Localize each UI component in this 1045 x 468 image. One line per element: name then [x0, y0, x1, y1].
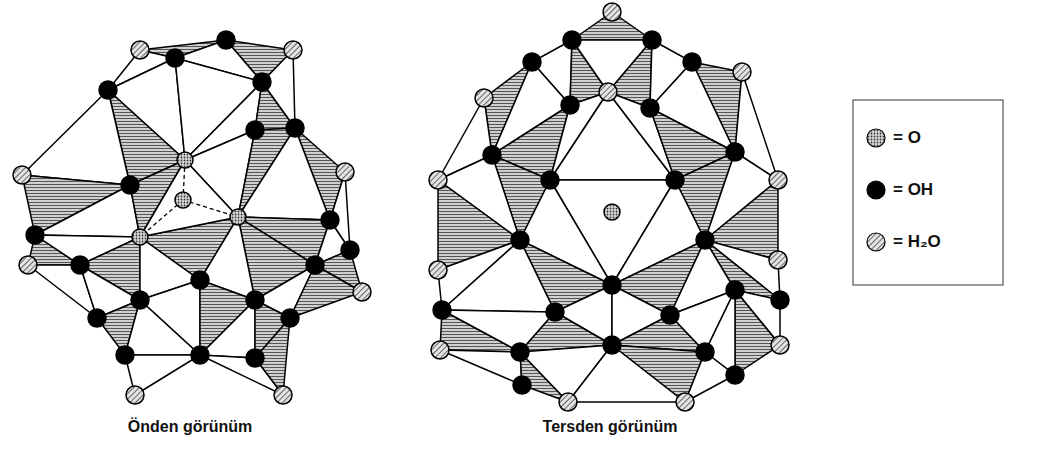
oxide-atom	[175, 192, 191, 208]
water-atom	[429, 171, 447, 189]
water-atom	[284, 41, 302, 59]
hydroxide-atom	[483, 146, 501, 164]
hydroxide-atom	[563, 31, 581, 49]
structure-group	[13, 31, 371, 404]
hydroxide-atom	[191, 271, 209, 289]
hydroxide-atom	[246, 291, 264, 309]
hydroxide-atom	[546, 303, 564, 321]
water-atom	[867, 233, 885, 251]
hydroxide-atom	[726, 366, 744, 384]
hydroxide-atom	[661, 306, 679, 324]
water-atom	[769, 251, 787, 269]
water-atom	[19, 256, 37, 274]
water-atom	[353, 283, 371, 301]
water-atom	[599, 83, 617, 101]
water-atom	[13, 166, 31, 184]
hydroxide-atom	[253, 73, 271, 91]
hydroxide-atom	[116, 346, 134, 364]
hydroxide-atom	[523, 53, 541, 71]
water-atom	[676, 393, 694, 411]
hydroxide-atom	[286, 119, 304, 137]
hydroxide-atom	[541, 171, 559, 189]
hydroxide-atom	[99, 81, 117, 99]
hydroxide-atom	[306, 256, 324, 274]
hydroxide-atom	[561, 96, 579, 114]
octahedron-face	[440, 350, 522, 385]
hydroxide-atom	[246, 121, 264, 139]
hydroxide-atom	[867, 181, 885, 199]
octahedron-face	[550, 92, 675, 180]
octahedron-face	[200, 300, 255, 358]
hydroxide-atom	[726, 143, 744, 161]
hydroxide-atom	[771, 291, 789, 309]
legend-text: = OH	[893, 180, 933, 200]
octahedron-face	[442, 240, 555, 312]
water-atom	[559, 393, 577, 411]
view-caption: Tersden görünüm	[490, 418, 730, 436]
view-caption: Önden görünüm	[70, 418, 310, 436]
water-atom	[274, 386, 292, 404]
hydroxide-atom	[341, 241, 359, 259]
hydroxide-atom	[321, 211, 339, 229]
water-atom	[771, 336, 789, 354]
hydroxide-atom	[121, 176, 139, 194]
oxide-atom	[230, 209, 246, 225]
hydroxide-atom	[666, 171, 684, 189]
oxide-atom	[867, 129, 885, 147]
hydroxide-atom	[641, 99, 659, 117]
structure-group	[853, 100, 1003, 285]
hydroxide-atom	[513, 376, 531, 394]
water-atom	[429, 261, 447, 279]
water-atom	[336, 163, 354, 181]
hydroxide-atom	[217, 31, 235, 49]
oxide-atom	[177, 152, 193, 168]
hydroxide-atom	[433, 301, 451, 319]
water-atom	[131, 41, 149, 59]
hydroxide-atom	[696, 231, 714, 249]
hydroxide-atom	[246, 349, 264, 367]
hydroxide-atom	[26, 226, 44, 244]
water-atom	[733, 63, 751, 81]
hydroxide-atom	[726, 281, 744, 299]
hydroxide-atom	[511, 231, 529, 249]
hydroxide-atom	[643, 31, 661, 49]
structure-group	[429, 3, 789, 411]
hydroxide-atom	[696, 343, 714, 361]
hydroxide-atom	[131, 291, 149, 309]
octahedron-face	[290, 265, 362, 318]
oxide-atom	[604, 204, 620, 220]
water-atom	[431, 341, 449, 359]
hydroxide-atom	[281, 309, 299, 327]
water-atom	[126, 386, 144, 404]
oxide-atom	[132, 229, 148, 245]
octahedron-face	[140, 160, 238, 237]
octahedron-face	[238, 128, 330, 220]
water-atom	[769, 171, 787, 189]
legend-text: = H₂O	[893, 232, 941, 252]
hydroxide-atom	[166, 49, 184, 67]
hydroxide-atom	[88, 309, 106, 327]
legend-frame	[853, 100, 1003, 285]
octahedron-face	[22, 90, 130, 185]
legend-text: = O	[893, 128, 921, 148]
hydroxide-atom	[603, 276, 621, 294]
hydroxide-atom	[511, 343, 529, 361]
water-atom	[603, 3, 621, 21]
hydroxide-atom	[191, 346, 209, 364]
water-atom	[475, 89, 493, 107]
hydroxide-atom	[603, 336, 621, 354]
hydroxide-atom	[683, 53, 701, 71]
hydroxide-atom	[71, 256, 89, 274]
